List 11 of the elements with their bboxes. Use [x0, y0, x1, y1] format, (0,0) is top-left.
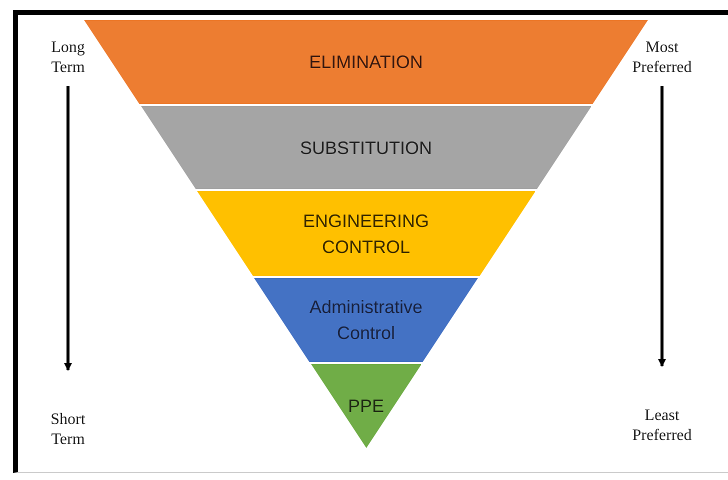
band-label: SUBSTITUTION — [298, 136, 433, 160]
axis-label: Most Preferred — [631, 38, 693, 78]
arrow — [658, 86, 666, 367]
band-label: PPE — [346, 395, 385, 418]
axis-label: Short Term — [50, 410, 86, 450]
band-label: Administrative Control — [308, 296, 424, 345]
axis-label: Long Term — [50, 38, 86, 78]
band-label: ELIMINATION — [308, 51, 424, 74]
arrow — [64, 86, 72, 371]
band-label: ENGINEERING CONTROL — [302, 210, 430, 258]
axis-label: Least Preferred — [631, 406, 693, 446]
